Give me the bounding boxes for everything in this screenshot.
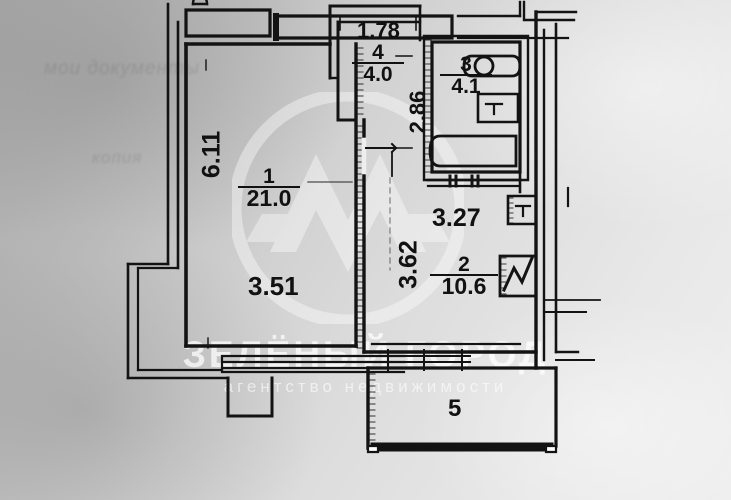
dimension-kitchen-depth: 3.62 — [394, 240, 423, 289]
dimension-hallway-depth: 2.86 — [405, 90, 430, 134]
dimension-hallway-width: 1.78 — [357, 18, 400, 43]
room-number-4: 4 — [372, 41, 384, 64]
room-number-3: 3 — [460, 53, 472, 76]
room-area-3: 4.1 — [440, 74, 492, 97]
ghost-text-line-1: мои документы — [44, 58, 200, 79]
room-area-1: 21.0 — [238, 186, 300, 210]
agency-logo-watermark-icon — [232, 92, 464, 324]
room-area-2: 10.6 — [430, 274, 498, 298]
room-label-1: 1 21.0 — [238, 165, 300, 210]
dimension-living-room-width: 3.51 — [248, 271, 299, 301]
watermark-tagline: агентство недвижимости — [223, 377, 508, 396]
room-label-4: 4 4.0 — [352, 41, 404, 85]
room-number-5: 5 — [448, 395, 462, 422]
ghost-text-line-2: копия — [92, 148, 143, 167]
dimension-living-room-length: 6.11 — [197, 130, 226, 179]
room-label-2: 2 10.6 — [430, 253, 498, 298]
room-label-3: 3 4.1 — [440, 53, 492, 97]
room-area-4: 4.0 — [352, 62, 404, 85]
dimension-kitchen-width: 3.27 — [432, 204, 481, 232]
room-number-2: 2 — [458, 253, 470, 276]
room-number-1: 1 — [263, 165, 275, 188]
